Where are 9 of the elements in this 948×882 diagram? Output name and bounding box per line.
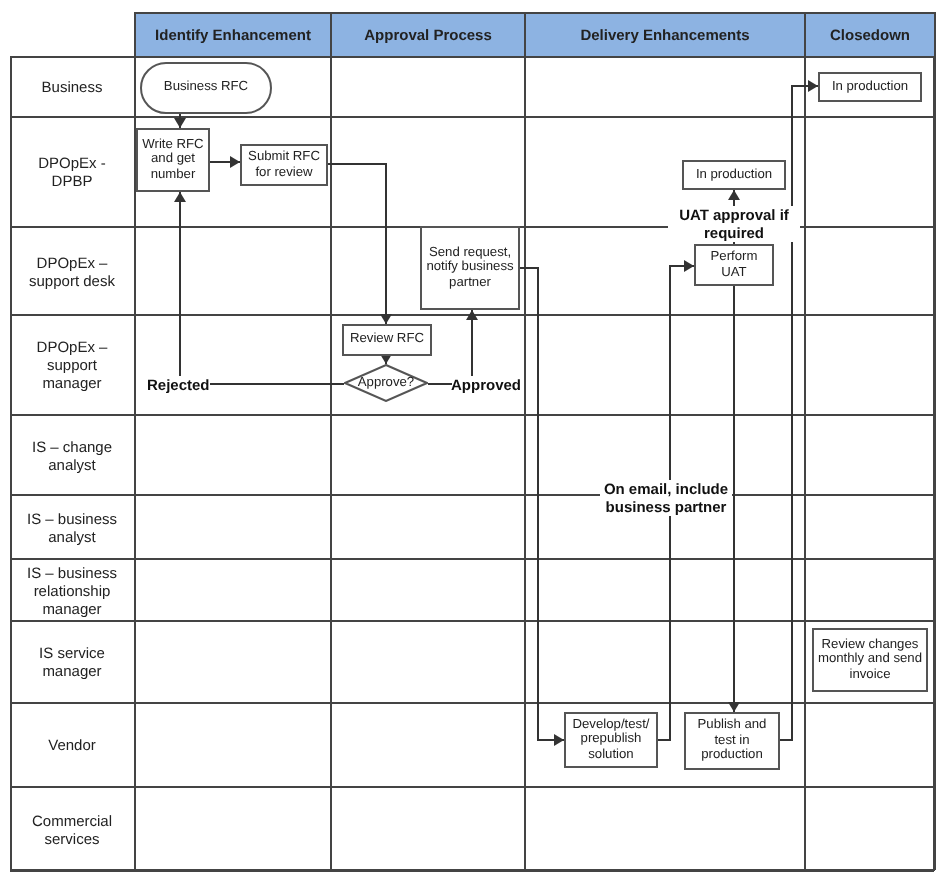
- arrow: [728, 285, 740, 713]
- arrow: [380, 354, 392, 365]
- arrow: [174, 113, 186, 129]
- arrow: [519, 267, 565, 746]
- arrow: [174, 191, 345, 385]
- arrow: [657, 260, 695, 741]
- arrow: [327, 163, 392, 325]
- arrow: [779, 80, 819, 741]
- arrow: [209, 156, 241, 168]
